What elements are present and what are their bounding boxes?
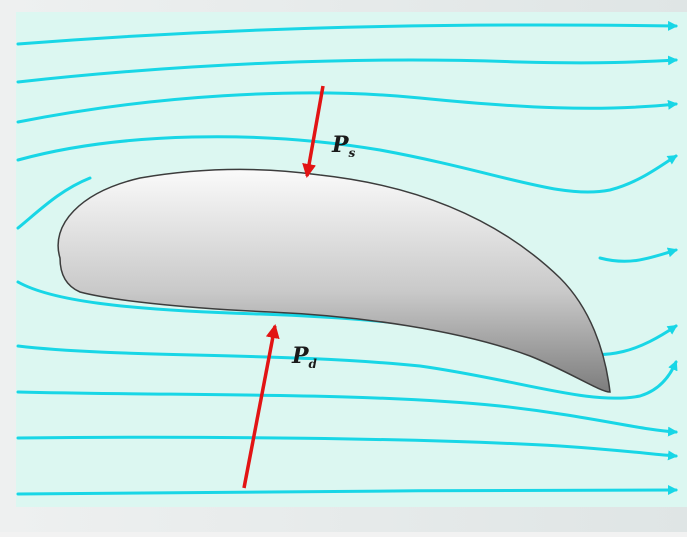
- airfoil-flow-diagram: Ps Pd: [0, 0, 687, 532]
- diagram-canvas: Ps Pd: [0, 0, 687, 532]
